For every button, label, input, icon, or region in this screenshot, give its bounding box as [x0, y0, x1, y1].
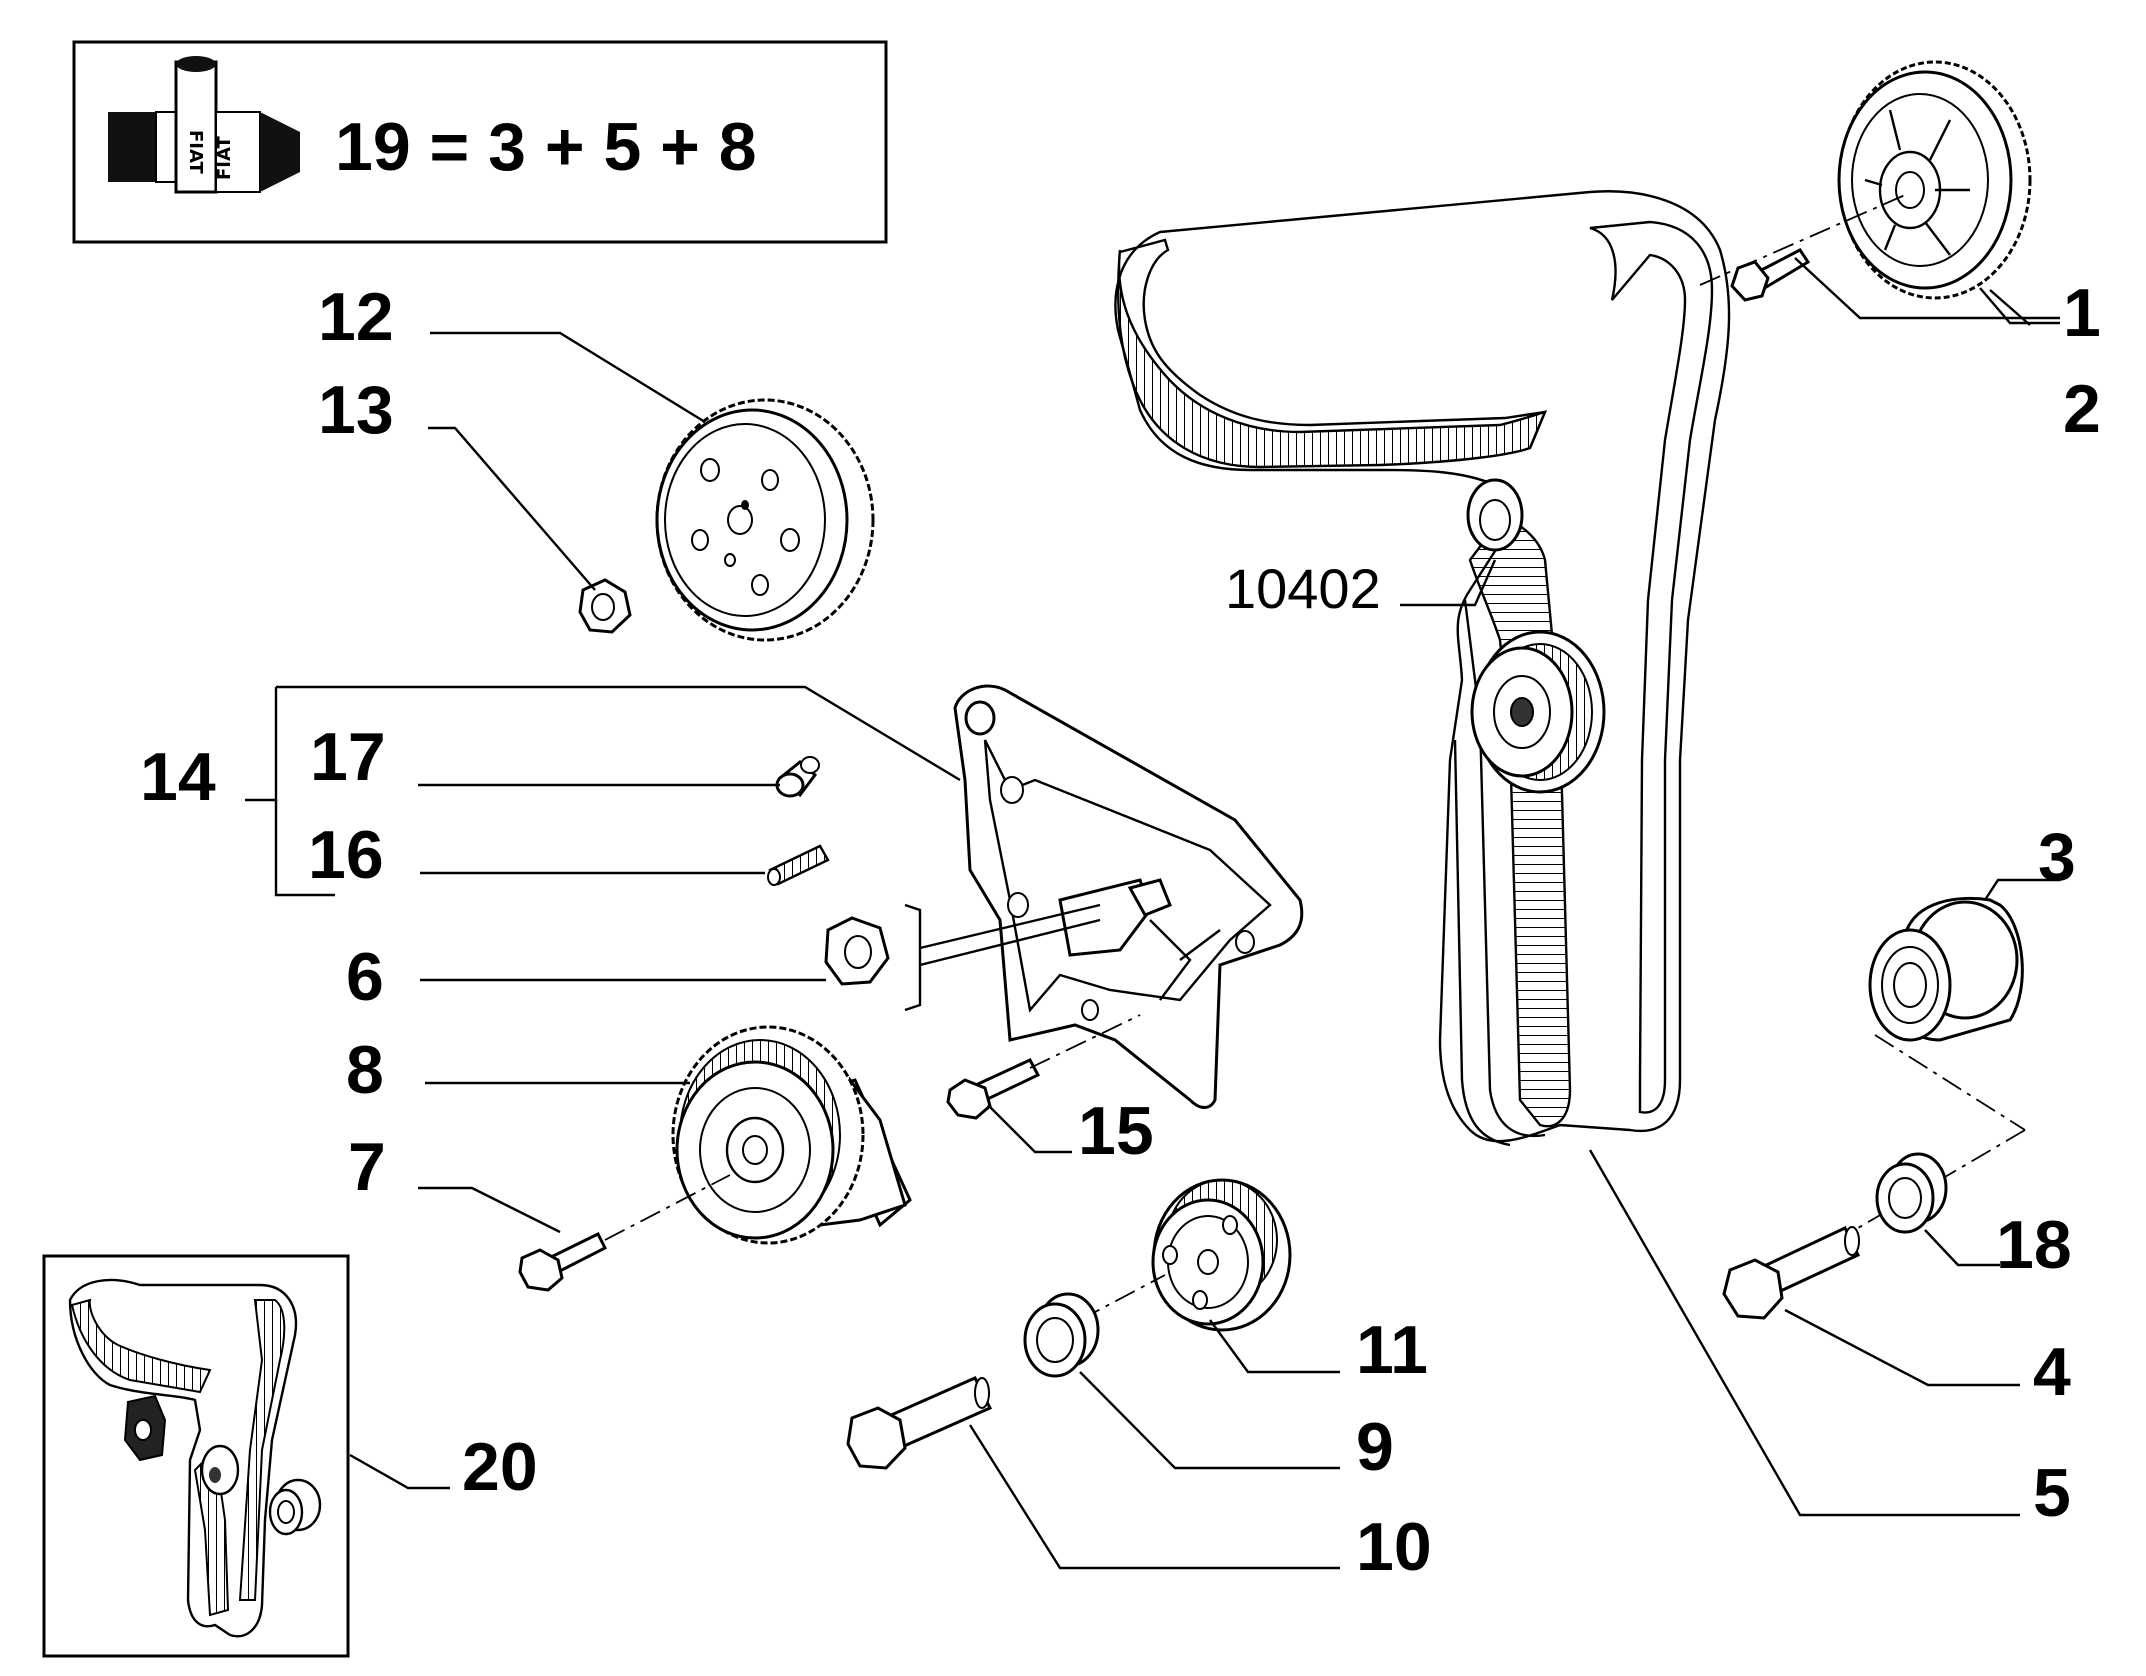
label-part-9: 9	[1356, 1409, 1394, 1485]
label-part-14: 14	[140, 739, 216, 815]
bolt-7	[518, 1231, 608, 1292]
belt-mounted-pulley	[1470, 630, 1606, 794]
label-part-3: 3	[2038, 819, 2076, 895]
bolt-10	[846, 1376, 993, 1470]
label-part-5: 5	[2033, 1455, 2071, 1531]
spacer-9	[1023, 1292, 1100, 1378]
label-part-6: 6	[346, 939, 384, 1015]
kit-inset-box	[42, 1254, 350, 1658]
spacer-18	[1875, 1152, 1948, 1234]
roller-3	[1868, 896, 2024, 1042]
label-part-12: 12	[318, 279, 394, 355]
label-part-8: 8	[346, 1032, 384, 1108]
fiat-kit-logo: FIAT FIAT	[108, 56, 300, 194]
axis-line-1	[1699, 194, 1906, 286]
label-part-10: 10	[1356, 1509, 1432, 1585]
label-part-11: 11	[1356, 1312, 1428, 1388]
label-part-20: 20	[462, 1429, 538, 1505]
tensioner-pulley-8	[671, 1025, 912, 1245]
label-part-4: 4	[2033, 1334, 2071, 1410]
label-part-7: 7	[348, 1129, 386, 1205]
toothed-pulley-12	[655, 398, 875, 642]
nut-6	[824, 916, 890, 986]
label-part-1: 1	[2063, 275, 2101, 351]
camshaft-bolt	[1730, 248, 1811, 302]
tensioner-bracket	[953, 684, 1304, 1109]
kit-formula: 19 = 3 + 5 + 8	[335, 109, 757, 185]
label-part-13: 13	[318, 372, 394, 448]
label-part-15: 15	[1078, 1093, 1154, 1169]
camshaft-pulley	[1837, 60, 2032, 300]
kit-formula-box: FIAT FIAT 19 = 3 + 5 + 8	[72, 40, 888, 244]
label-belt-code: 10402	[1225, 557, 1381, 620]
bushing-17	[775, 756, 820, 798]
label-part-18: 18	[1996, 1207, 2072, 1283]
bolt-4	[1722, 1226, 1861, 1320]
bolt-15	[946, 1058, 1041, 1120]
logo-text-upper: FIAT	[185, 130, 206, 175]
label-part-2: 2	[2063, 371, 2101, 447]
label-part-16: 16	[308, 817, 384, 893]
stud-16	[767, 844, 830, 886]
label-part-17: 17	[310, 719, 386, 795]
leader-lines	[245, 257, 2060, 1570]
logo-text-lower: FIAT	[214, 135, 235, 180]
idler-pulley-11	[1151, 1178, 1292, 1332]
flange-nut-13	[578, 578, 632, 634]
